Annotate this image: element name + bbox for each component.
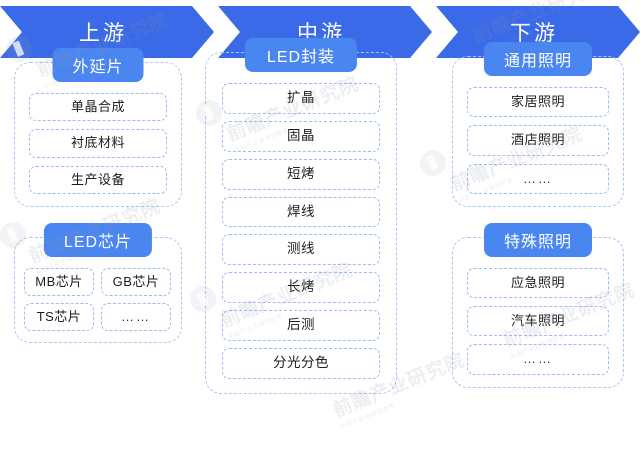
group-epitaxial-wafer: 外延片 单晶合成 衬底材料 生产设备 — [14, 48, 182, 207]
group-header[interactable]: LED封装 — [244, 38, 358, 72]
list-item[interactable]: 后测 — [222, 310, 380, 341]
list-item[interactable]: MB芯片 — [24, 267, 94, 297]
list-item[interactable]: 应急照明 — [467, 267, 609, 299]
list-item[interactable]: 家居照明 — [467, 87, 609, 118]
group-body: 应急照明 汽车照明 …… — [452, 236, 624, 388]
list-item[interactable]: TS芯片 — [24, 303, 94, 332]
list-item[interactable]: …… — [101, 303, 171, 332]
group-general-lighting: 通用照明 家居照明 酒店照明 …… — [452, 42, 624, 207]
list-item[interactable]: …… — [467, 344, 609, 375]
list-item[interactable]: 汽车照明 — [467, 306, 609, 337]
list-item[interactable]: 单晶合成 — [29, 93, 167, 122]
column-upstream: 外延片 单晶合成 衬底材料 生产设备 LED芯片 MB芯片 GB芯片 TS芯片 … — [14, 48, 182, 359]
list-item[interactable]: 长烤 — [222, 272, 380, 304]
list-item[interactable]: 测线 — [222, 234, 380, 266]
group-body: 单晶合成 衬底材料 生产设备 — [14, 62, 182, 207]
list-item[interactable]: GB芯片 — [101, 267, 171, 297]
list-item[interactable]: 生产设备 — [29, 165, 167, 194]
group-header[interactable]: LED芯片 — [43, 222, 153, 257]
group-special-lighting: 特殊照明 应急照明 汽车照明 …… — [452, 222, 624, 388]
group-header[interactable]: 外延片 — [52, 48, 144, 82]
banner-label: 下游 — [510, 22, 558, 45]
list-item[interactable]: 短烤 — [222, 158, 380, 190]
watermark-logo-icon — [416, 146, 450, 180]
group-body: 扩晶 固晶 短烤 焊线 测线 长烤 后测 分光分色 — [205, 52, 397, 394]
list-item[interactable]: 衬底材料 — [29, 129, 167, 158]
list-item[interactable]: 扩晶 — [222, 83, 380, 114]
group-header[interactable]: 特殊照明 — [483, 222, 593, 257]
list-item[interactable]: 焊线 — [222, 196, 380, 228]
list-item[interactable]: 分光分色 — [222, 347, 380, 379]
group-header[interactable]: 通用照明 — [483, 42, 593, 76]
column-midstream: LED封装 扩晶 固晶 短烤 焊线 测线 长烤 后测 分光分色 — [205, 38, 397, 410]
banner-label: 上游 — [79, 22, 127, 45]
group-body: 家居照明 酒店照明 …… — [452, 56, 624, 207]
group-body: MB芯片 GB芯片 TS芯片 …… — [14, 236, 182, 344]
list-item[interactable]: 固晶 — [222, 120, 380, 152]
group-led-chip: LED芯片 MB芯片 GB芯片 TS芯片 …… — [14, 222, 182, 344]
column-downstream: 通用照明 家居照明 酒店照明 …… 特殊照明 应急照明 汽车照明 …… — [452, 42, 624, 404]
list-item[interactable]: 酒店照明 — [467, 125, 609, 156]
list-item[interactable]: …… — [467, 163, 609, 194]
group-led-packaging: LED封装 扩晶 固晶 短烤 焊线 测线 长烤 后测 分光分色 — [205, 38, 397, 394]
